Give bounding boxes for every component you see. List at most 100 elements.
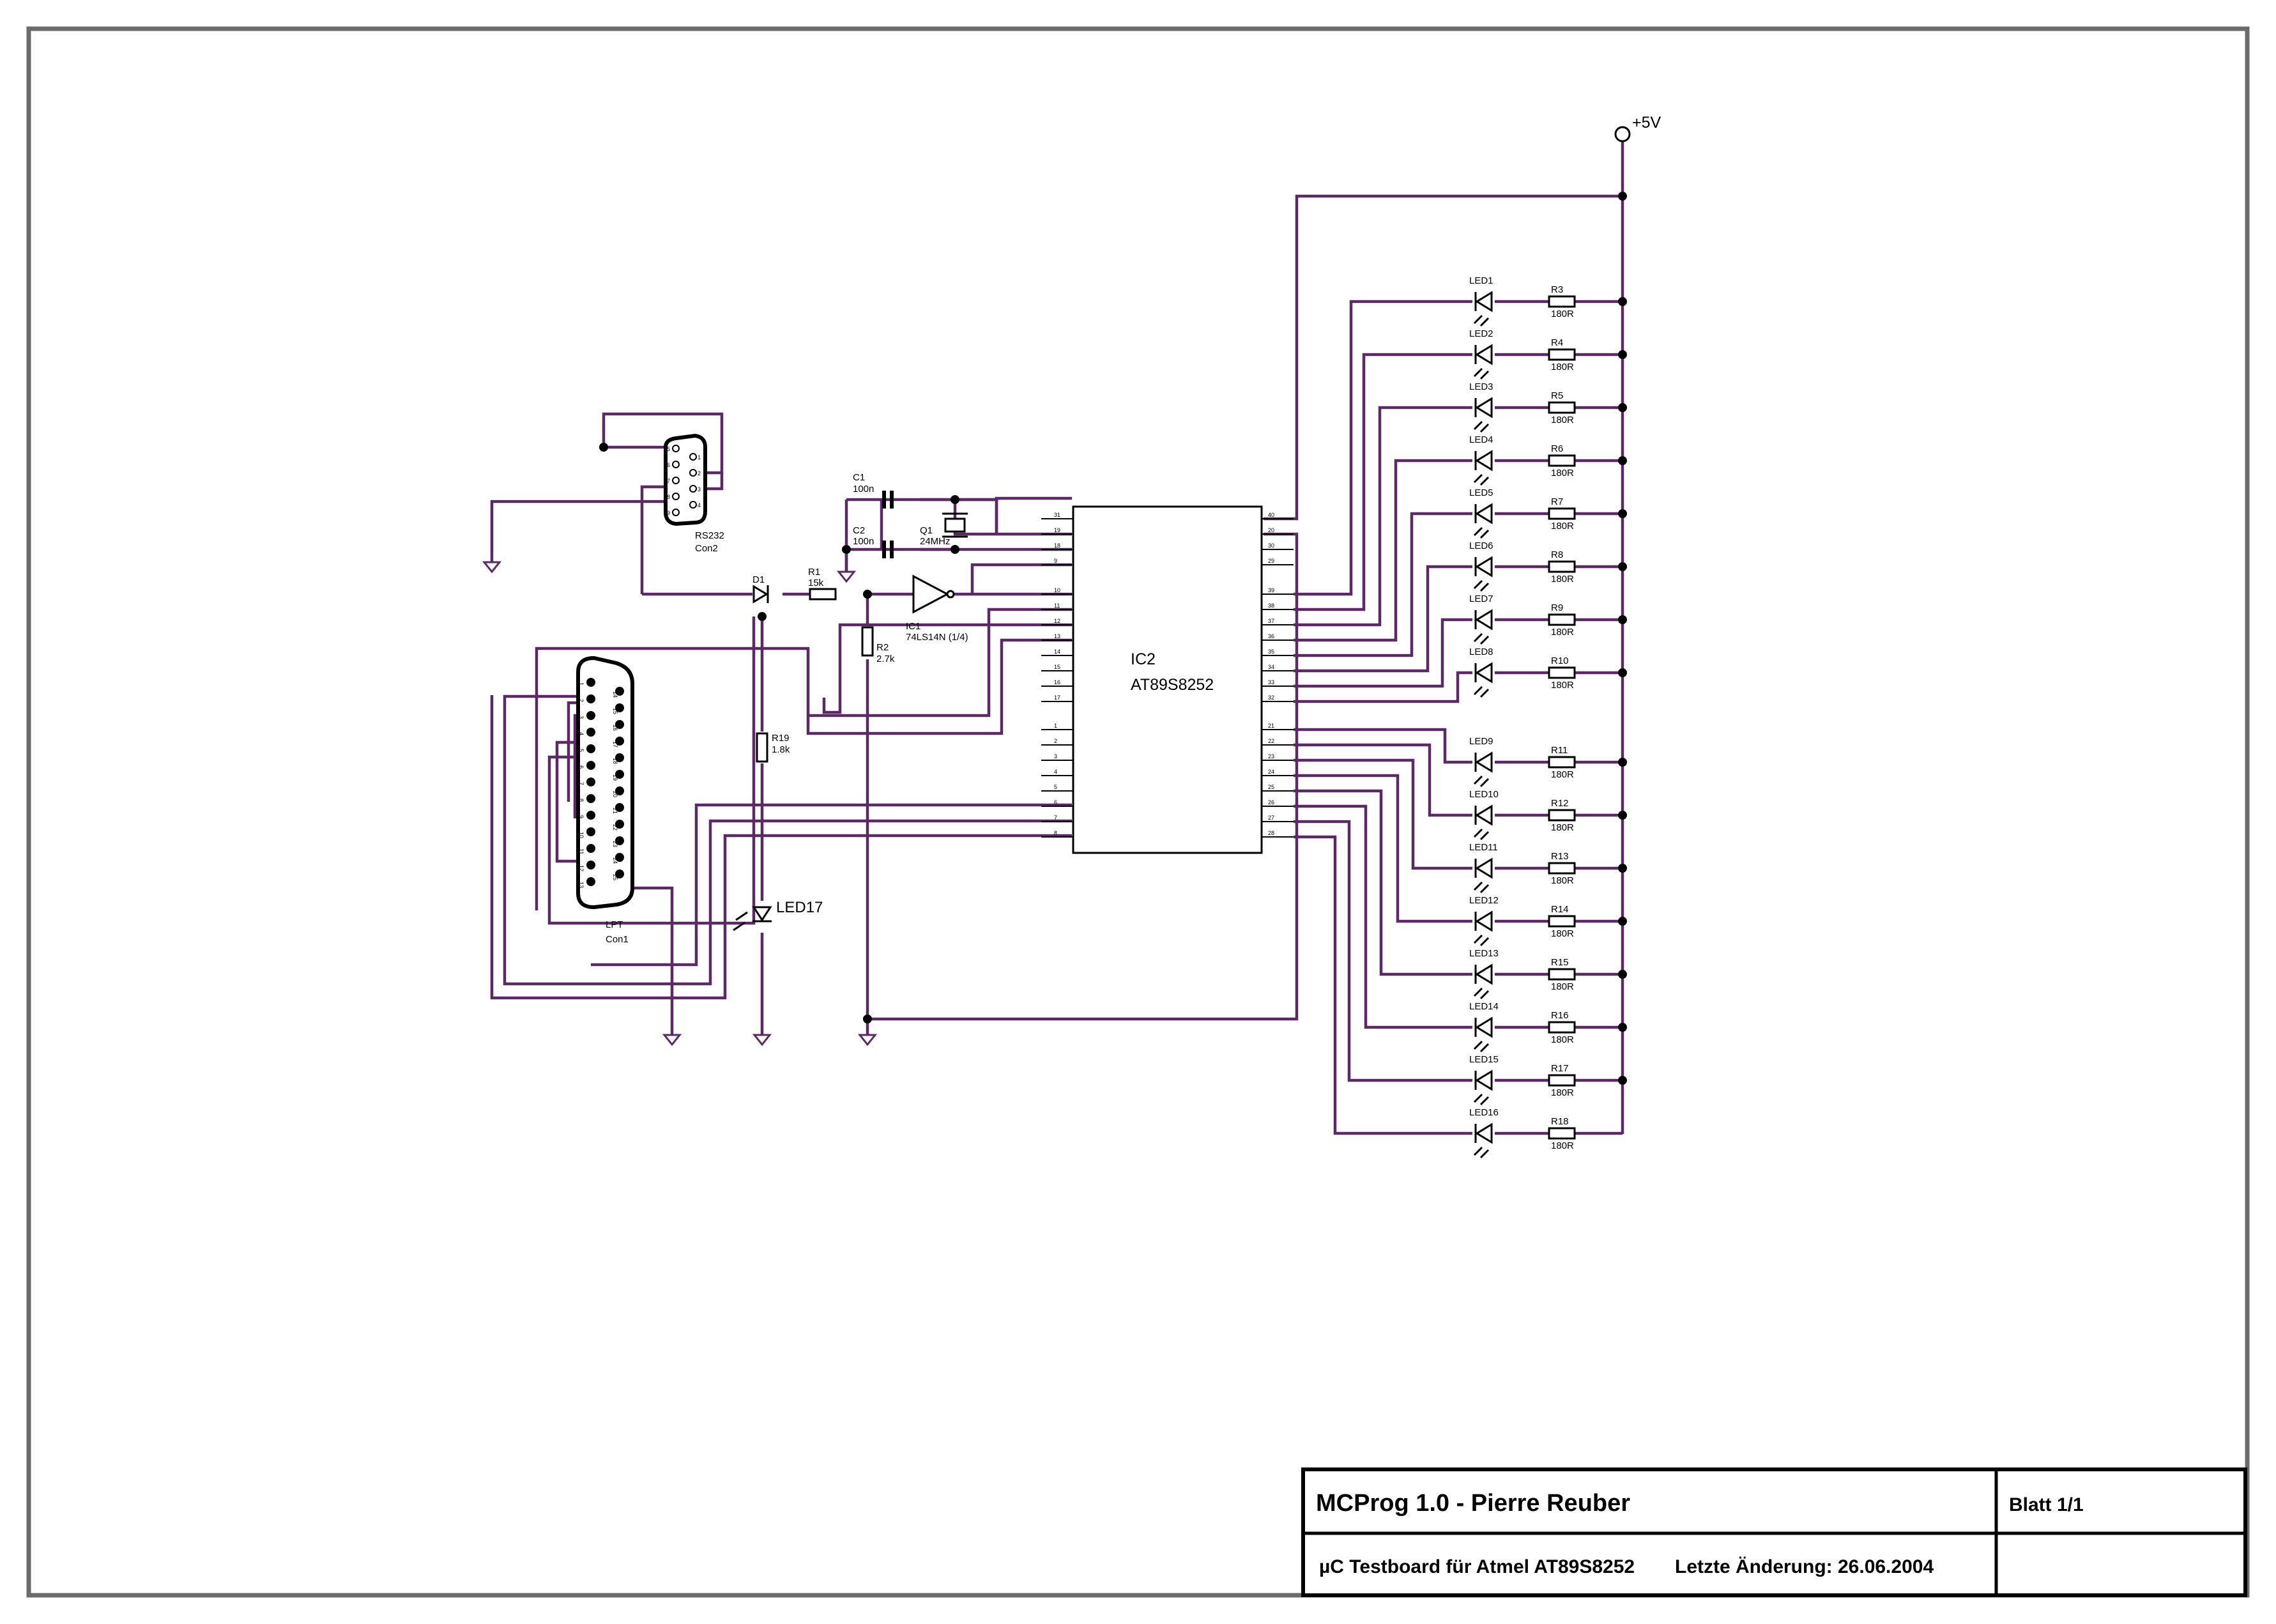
led-14-label: LED14 [1469, 1001, 1499, 1012]
led-resistor-9-value: 180R [1551, 769, 1574, 780]
lpt-pin-25 [615, 869, 624, 878]
led-resistor-6 [1548, 560, 1576, 573]
led-1-ray-a [1473, 314, 1483, 325]
led-11-ray-a [1473, 881, 1483, 891]
mcu-left-pin-num-8: 14 [1054, 648, 1060, 655]
led-resistor-7 [1548, 613, 1576, 626]
led-3-ray-b [1479, 423, 1490, 433]
lpt-pin-label-23: 23 [612, 841, 618, 847]
rs232-pin-5 [672, 445, 680, 452]
led-13-label: LED13 [1469, 948, 1499, 959]
lpt-pin-label-8: 8 [578, 799, 584, 802]
led-6-symbol [1475, 556, 1493, 578]
rail-junction-1 [1618, 297, 1627, 306]
led-resistor-6-value: 180R [1551, 574, 1574, 585]
led-3-label: LED3 [1469, 381, 1493, 392]
lpt-pin-label-25: 25 [612, 874, 618, 880]
mcu-right-pin-num-5: 38 [1268, 602, 1274, 609]
led-16-label: LED16 [1469, 1107, 1499, 1118]
led-resistor-5-value: 180R [1551, 521, 1574, 532]
led-resistor-9-ref: R11 [1551, 745, 1568, 756]
led-resistor-2-ref: R4 [1551, 337, 1563, 348]
title-block-sheet: Blatt 1/1 [2009, 1494, 2084, 1515]
r19-ref: R19 [772, 733, 790, 744]
led-resistor-3-value: 180R [1551, 415, 1574, 425]
lpt-pin-label-12: 12 [578, 865, 584, 871]
lpt-pin-8 [586, 794, 595, 803]
led-10-symbol [1475, 804, 1493, 826]
led-wire-in-7 [1294, 618, 1472, 688]
led-resistor-4-ref: R6 [1551, 443, 1563, 454]
led-resistor-8-value: 180R [1551, 680, 1574, 691]
led-resistor-11 [1548, 862, 1576, 875]
led-12-symbol [1475, 910, 1493, 932]
lpt-pin-2 [586, 694, 595, 703]
led-5-symbol [1475, 503, 1493, 525]
lpt-pin-label-21: 21 [612, 808, 618, 814]
ground-symbols [482, 561, 878, 1046]
vcc-terminal [1614, 126, 1631, 142]
mcu-left-pin-num-19: 8 [1054, 830, 1057, 836]
lpt-pin-19 [615, 770, 624, 779]
lpt-pin-6 [586, 761, 595, 770]
led-15-label: LED15 [1469, 1054, 1499, 1065]
lpt-pin-18 [615, 753, 624, 762]
led-3-ray-a [1473, 420, 1483, 431]
led-resistor-8-ref: R10 [1551, 655, 1569, 666]
crystal-q1 [942, 512, 968, 538]
q1-ref: Q1 [920, 525, 933, 536]
led-14-ray-b [1479, 1043, 1490, 1053]
mcu-left-pin-num-9: 15 [1054, 664, 1060, 670]
lpt-pin-label-11: 11 [578, 848, 584, 854]
led-resistor-12 [1548, 915, 1576, 928]
mcu-left-pin-num-11: 17 [1054, 694, 1060, 701]
led-wire-in-3 [1294, 406, 1472, 627]
led-2-symbol [1475, 344, 1493, 365]
lpt-pin-label-7: 7 [578, 782, 584, 785]
led-7-ray-a [1473, 632, 1483, 643]
rail-junction-12 [1618, 917, 1627, 926]
led-resistor-7-ref: R9 [1551, 602, 1563, 613]
led-resistor-13-ref: R15 [1551, 957, 1569, 968]
led-resistor-16-value: 180R [1551, 1140, 1574, 1151]
rs232-pin-1 [689, 453, 697, 461]
lpt-pin-label-16: 16 [612, 724, 618, 731]
led-11-symbol [1475, 857, 1493, 879]
mcu-left-pin-num-7: 13 [1054, 633, 1060, 640]
lpt-pin-label-22: 22 [612, 824, 618, 831]
mcu-right-pin-num-13: 22 [1268, 738, 1274, 744]
led-resistor-2-value: 180R [1551, 362, 1574, 372]
lpt-pin-label-6: 6 [578, 765, 584, 769]
title-block [1301, 1467, 2247, 1597]
led-10-ray-b [1479, 831, 1490, 841]
led-wire-in-5 [1294, 512, 1472, 657]
led-1-symbol [1475, 291, 1493, 312]
led-resistor-16-ref: R18 [1551, 1116, 1569, 1127]
title-block-description: µC Testboard für Atmel AT89S8252 [1319, 1556, 1635, 1577]
lpt-pin-1 [586, 678, 595, 687]
led-2-ray-b [1479, 370, 1490, 380]
led-resistor-10-value: 180R [1551, 822, 1574, 833]
mcu-left-pin-num-14: 3 [1054, 753, 1057, 760]
led-resistor-14 [1548, 1021, 1576, 1034]
r2-value: 2.7k [876, 654, 895, 664]
mcu-left-pin-num-12: 1 [1054, 723, 1057, 729]
mcu-right-pin-num-6: 37 [1268, 618, 1274, 624]
led-resistor-4 [1548, 454, 1576, 467]
mcu-part: AT89S8252 [1131, 676, 1214, 694]
title-block-changed: Letzte Änderung: 26.06.2004 [1675, 1556, 1934, 1577]
led-wire-in-1 [1294, 300, 1472, 596]
ic1-ref: IC1 [906, 621, 920, 632]
mcu-right-pin-num-15: 24 [1268, 769, 1274, 775]
rs232-pin-label-4: 4 [698, 502, 701, 509]
lpt-pin-label-1: 1 [578, 682, 584, 686]
led-wire-in-10 [1294, 743, 1472, 817]
led-4-symbol [1475, 450, 1493, 471]
lpt-pin-label-10: 10 [578, 832, 584, 838]
capacitor-c2 [882, 540, 894, 558]
lpt-pin-label-13: 13 [578, 882, 584, 888]
rail-junction-3 [1618, 403, 1627, 412]
capacitor-c1 [882, 491, 894, 509]
ic1-value: 74LS14N (1/4) [906, 632, 968, 643]
